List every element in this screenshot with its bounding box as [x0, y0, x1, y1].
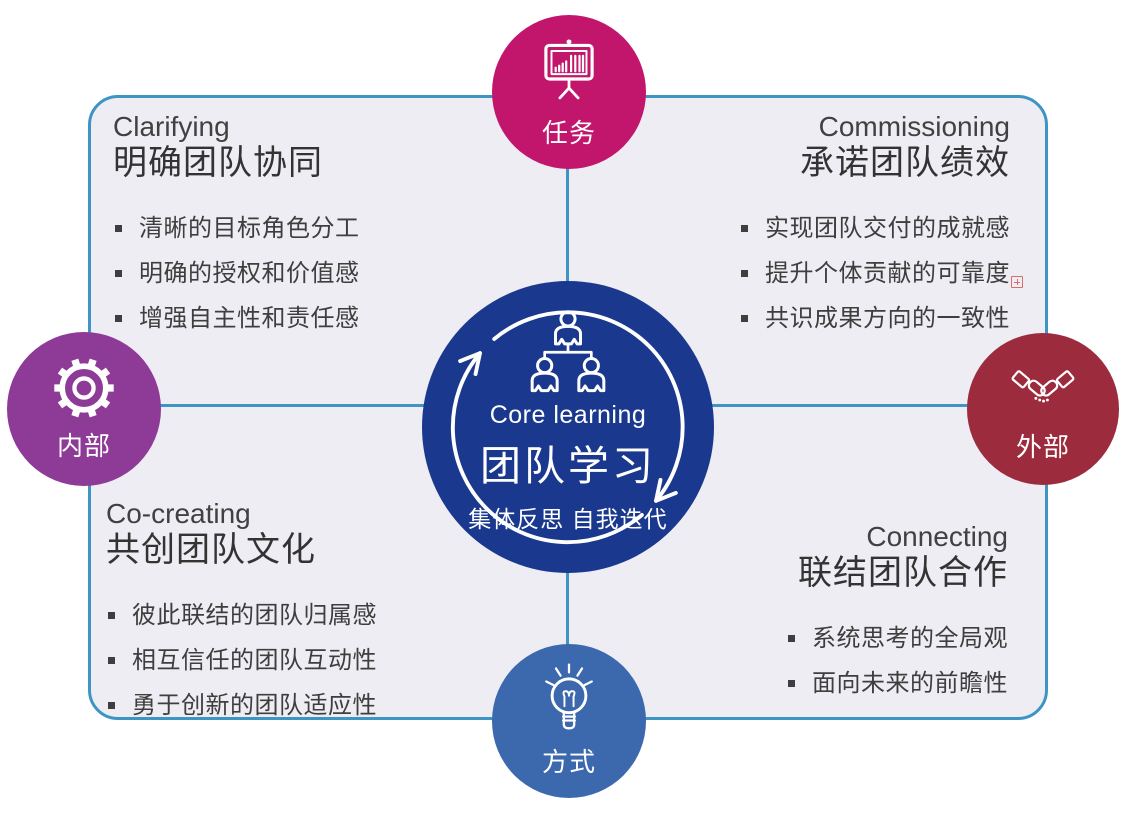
quadrant-top-left: Clarifying 明确团队协同 清晰的目标角色分工 明确的授权和价值感 增强… [113, 112, 360, 341]
gear-icon [54, 358, 114, 418]
bullet-item: 增强自主性和责任感 [113, 296, 360, 341]
quadrant-bottom-right: Connecting 联结团队合作 系统思考的全局观 面向未来的前瞻性 [786, 522, 1008, 706]
quadrant-title-zh: 明确团队协同 [113, 144, 323, 182]
quadrant-bottom-left: Co-creating 共创团队文化 彼此联结的团队归属感 相互信任的团队互动性… [106, 499, 377, 728]
quadrant-top-right: Commissioning 承诺团队绩效 实现团队交付的成就感 提升个体贡献的可… [739, 112, 1010, 341]
quadrant-title-zh: 联结团队合作 [798, 554, 1008, 592]
node-label: 任务 [541, 118, 596, 148]
node-internal-circle: 内部 [7, 332, 161, 486]
core-title-en: Core learning [489, 401, 647, 429]
bullet-item: 实现团队交付的成就感 [739, 206, 1010, 251]
bullet-item: 清晰的目标角色分工 [113, 206, 360, 251]
bullet-item: 共识成果方向的一致性 [739, 296, 1010, 341]
node-method-circle: 方式 [492, 644, 646, 798]
bullet-item: 系统思考的全局观 [786, 616, 1008, 661]
quadrant-title-en: Commissioning [818, 111, 1010, 142]
quadrant-title-en: Clarifying [113, 111, 230, 142]
bullet-item: 面向未来的前瞻性 [786, 661, 1008, 706]
handshake-icon [1011, 370, 1075, 403]
node-external-circle: 外部 [967, 333, 1119, 485]
plus-box-marker-icon [1011, 276, 1023, 288]
presentation-chart-icon [544, 39, 594, 100]
lightbulb-icon [545, 663, 593, 730]
bullet-item: 相互信任的团队互动性 [106, 638, 377, 683]
org-chart-people-icon [530, 310, 606, 393]
core-title-zh: 团队学习 [480, 443, 656, 489]
quadrant-title-en: Connecting [866, 521, 1008, 552]
node-label: 外部 [1015, 432, 1070, 462]
bullet-item: 彼此联结的团队归属感 [106, 593, 377, 638]
quadrant-title-zh: 承诺团队绩效 [800, 144, 1010, 182]
bullet-list: 彼此联结的团队归属感 相互信任的团队互动性 勇于创新的团队适应性 [106, 593, 377, 728]
bullet-item: 提升个体贡献的可靠度 [739, 251, 1010, 296]
bullet-item: 明确的授权和价值感 [113, 251, 360, 296]
node-label: 内部 [56, 431, 111, 461]
bullet-list: 清晰的目标角色分工 明确的授权和价值感 增强自主性和责任感 [113, 206, 360, 341]
quadrant-title-en: Co-creating [106, 498, 251, 529]
bullet-list: 系统思考的全局观 面向未来的前瞻性 [786, 616, 1008, 706]
core-learning-circle: Core learning 团队学习 集体反思 自我迭代 [422, 281, 714, 573]
node-task-circle: 任务 [492, 15, 646, 169]
bullet-list: 实现团队交付的成就感 提升个体贡献的可靠度 共识成果方向的一致性 [739, 206, 1010, 341]
circular-arrows-icon [450, 310, 685, 545]
quadrant-title-zh: 共创团队文化 [106, 531, 316, 569]
bullet-item: 勇于创新的团队适应性 [106, 683, 377, 728]
node-label: 方式 [541, 747, 596, 777]
